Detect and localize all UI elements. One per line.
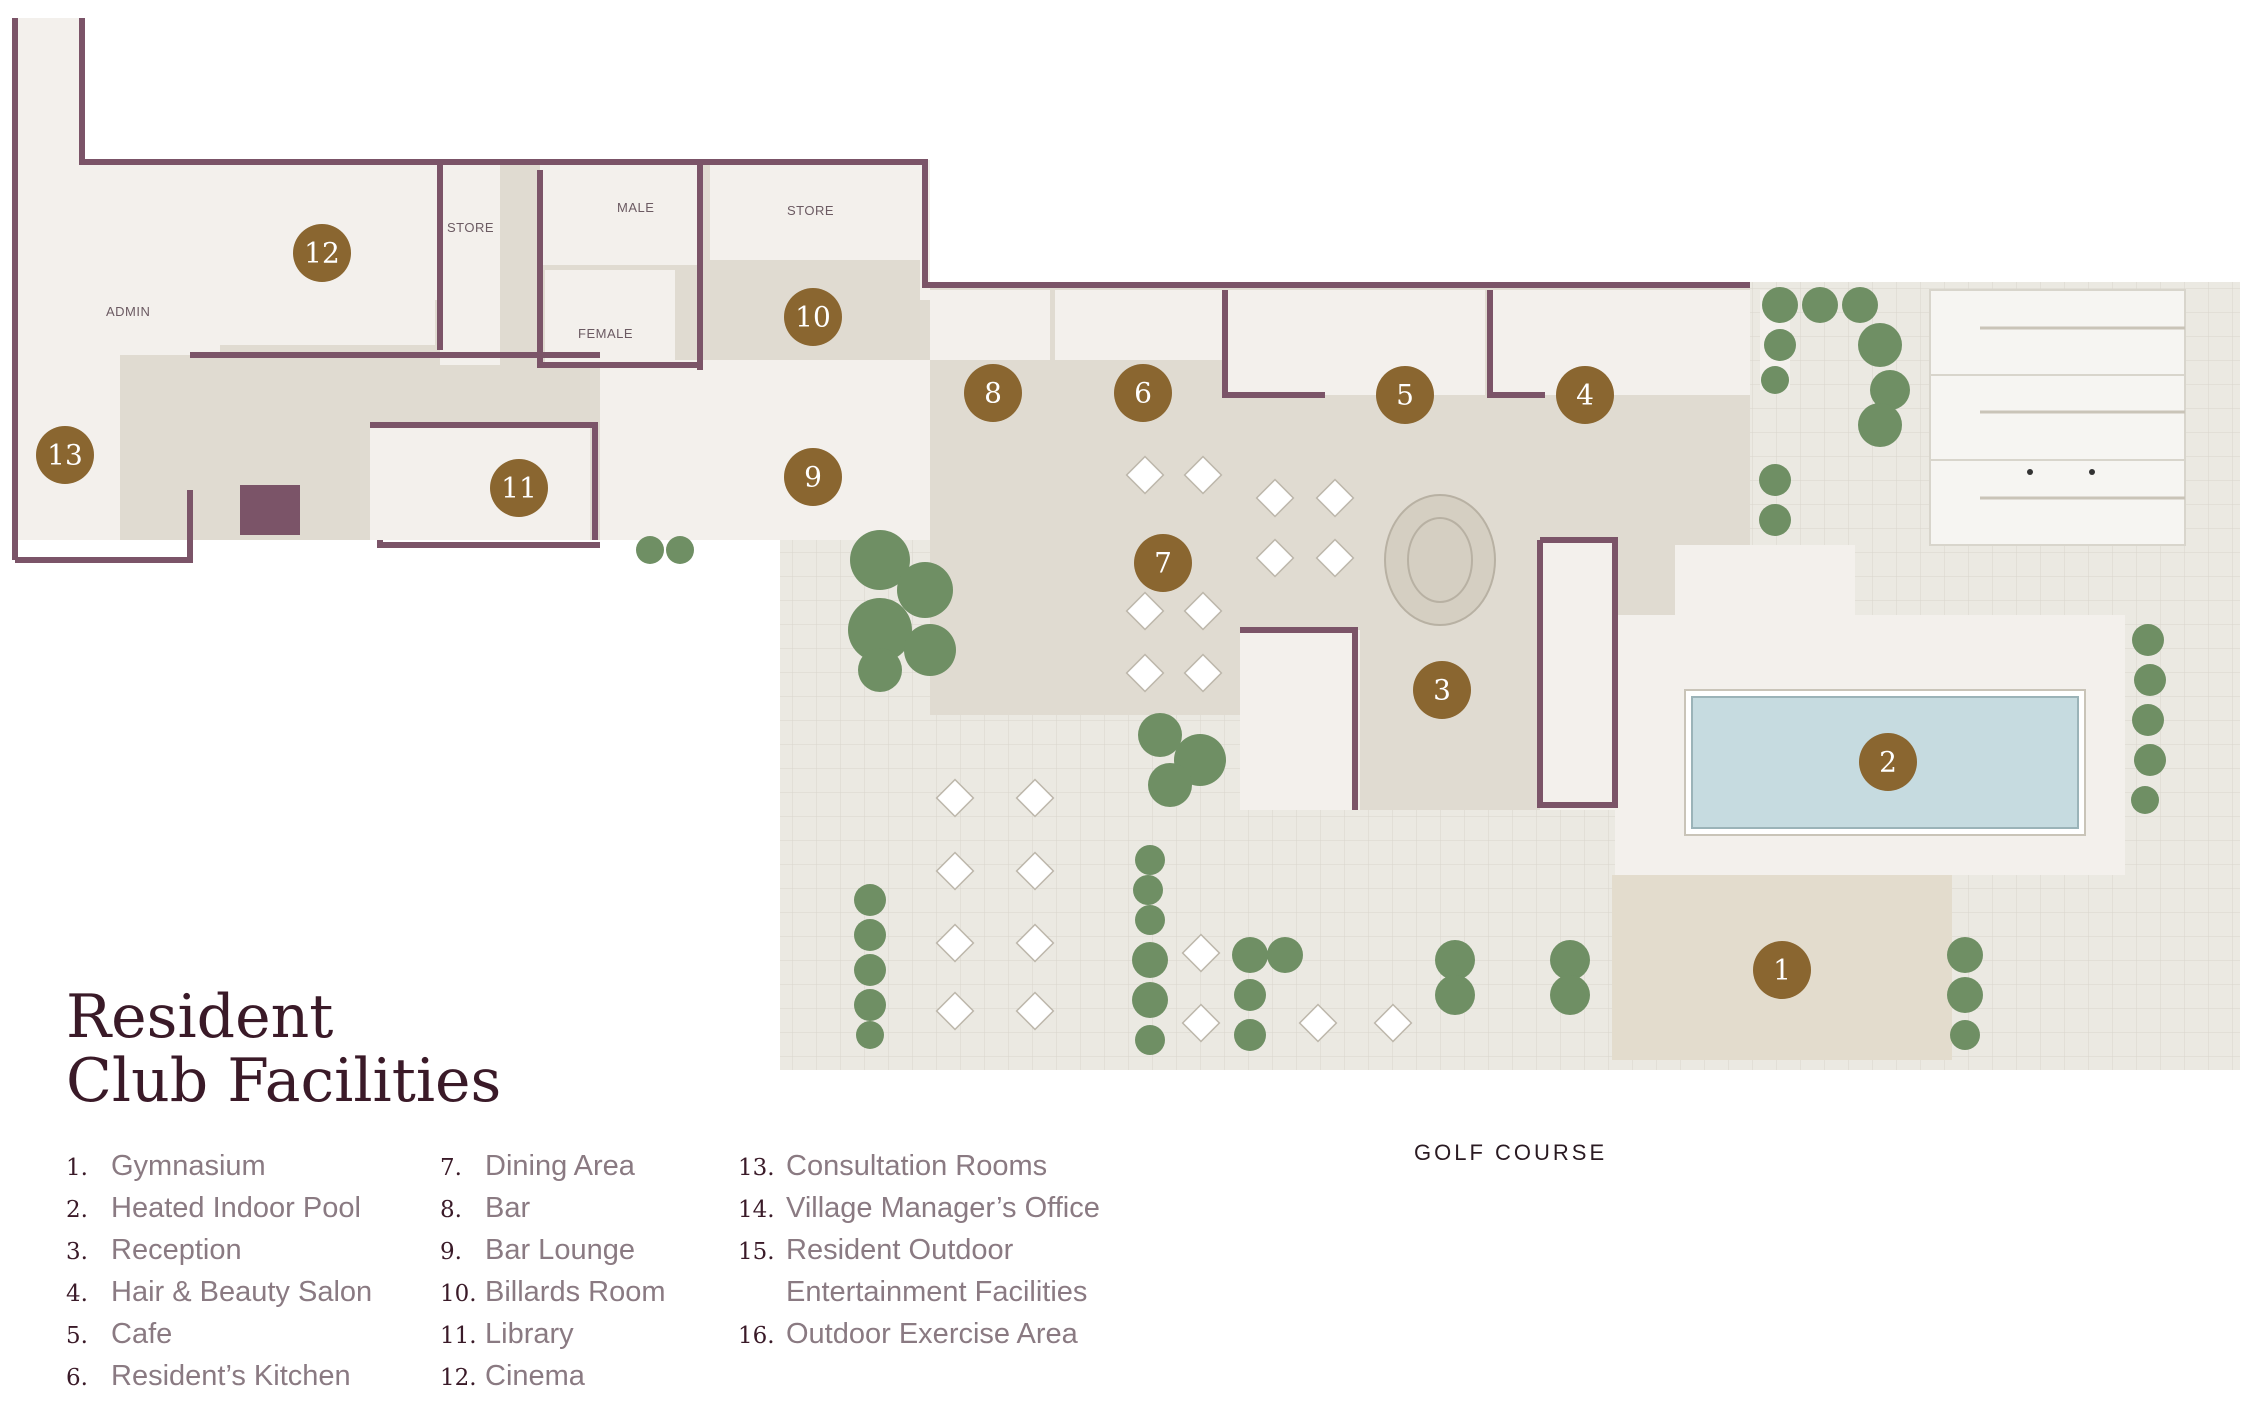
room-label-male: MALE [617,200,654,215]
room-label-admin: ADMIN [106,304,150,319]
marker-3[interactable]: 3 [1413,661,1471,719]
svg-text:8: 8 [984,377,1002,410]
legend-item: 3.Reception [66,1234,242,1266]
svg-text:5: 5 [1396,379,1414,412]
page-title: Resident Club Facilities [66,985,501,1113]
svg-text:11: 11 [501,472,537,505]
svg-text:2: 2 [1879,746,1897,779]
room-labels: STORE STORE MALE FEMALE ADMIN [106,200,834,341]
trees [636,287,2166,1055]
title-line-2: Club Facilities [66,1046,502,1116]
legend-item: 13.Consultation Rooms [738,1150,1048,1182]
marker-6[interactable]: 6 [1114,364,1172,422]
legend-column-3: 13.Consultation Rooms 14.Village Manager… [738,1150,1100,1360]
legend-item: 1.Gymnasium [66,1150,266,1182]
svg-text:10: 10 [795,301,831,334]
svg-text:7: 7 [1154,547,1172,580]
legend-item: 7.Dining Area [440,1150,635,1182]
legend-item: 12.Cinema [440,1360,585,1392]
marker-2[interactable]: 2 [1859,733,1917,791]
legend-item: 14.Village Manager’s Office [738,1192,1100,1224]
legend-item: 9.Bar Lounge [440,1234,635,1266]
legend-item: Entertainment Facilities [786,1276,1088,1308]
room-label-store-2: STORE [787,203,834,218]
legend-item: 10.Billards Room [440,1276,666,1308]
marker-7[interactable]: 7 [1134,534,1192,592]
svg-text:3: 3 [1433,674,1451,707]
legend-column-2: 7.Dining Area 8.Bar 9.Bar Lounge 10.Bill… [440,1150,666,1402]
svg-text:1: 1 [1773,954,1791,987]
marker-5[interactable]: 5 [1376,366,1434,424]
north-east-area [1929,289,2186,546]
room-label-store-1: STORE [447,220,494,235]
title-line-1: Resident [66,982,334,1052]
svg-text:9: 9 [804,461,822,494]
svg-text:12: 12 [304,237,340,270]
marker-1[interactable]: 1 [1753,941,1811,999]
room-label-female: FEMALE [578,326,633,341]
legend-item: 2.Heated Indoor Pool [66,1192,361,1224]
svg-text:13: 13 [47,439,83,472]
facility-markers: 1 2 3 4 5 6 7 8 9 10 11 12 13 [36,224,1917,999]
legend-column-1: 1.Gymnasium 2.Heated Indoor Pool 3.Recep… [66,1150,372,1402]
marker-8[interactable]: 8 [964,364,1022,422]
marker-9[interactable]: 9 [784,448,842,506]
legend-item: 11.Library [440,1318,574,1350]
legend-item: 5.Cafe [66,1318,173,1350]
marker-4[interactable]: 4 [1556,366,1614,424]
svg-text:4: 4 [1576,379,1594,412]
svg-text:6: 6 [1134,377,1152,410]
legend-item: 16.Outdoor Exercise Area [738,1318,1078,1350]
legend-item: 4.Hair & Beauty Salon [66,1276,373,1308]
marker-10[interactable]: 10 [784,288,842,346]
walls [12,18,1750,810]
dining-tables [935,455,1413,1043]
marker-13[interactable]: 13 [36,426,94,484]
west-wing [15,18,1080,540]
marker-12[interactable]: 12 [293,224,351,282]
legend-item: 8.Bar [440,1192,531,1224]
legend-item: 15.Resident Outdoor [738,1234,1014,1266]
legend-item: 6.Resident’s Kitchen [66,1360,351,1392]
marker-11[interactable]: 11 [490,459,548,517]
golf-course-label: GOLF COURSE [1414,1140,1608,1165]
